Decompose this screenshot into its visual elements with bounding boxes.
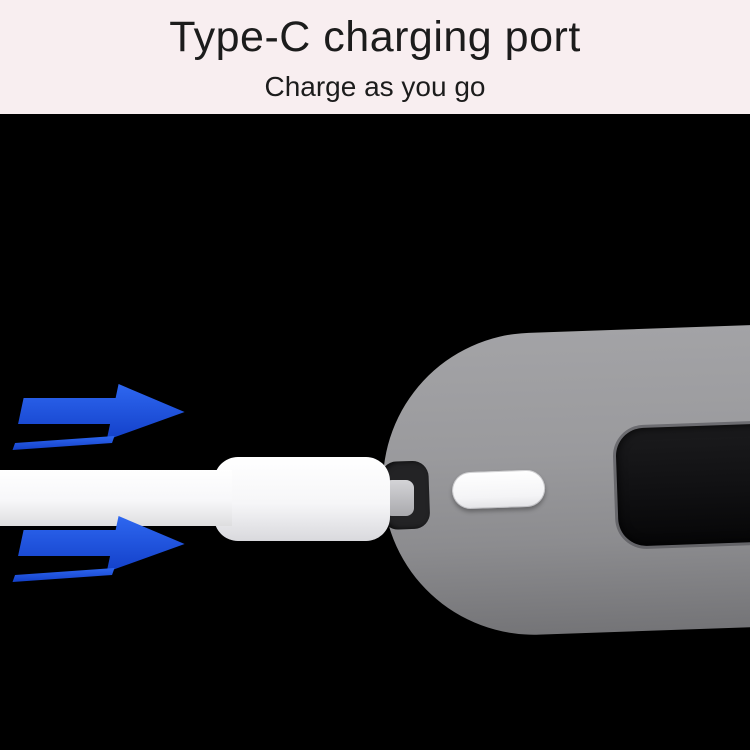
usb-c-connector (214, 457, 390, 541)
insert-direction-arrow-bottom-icon (12, 516, 185, 582)
banner-subtitle: Charge as you go (264, 71, 486, 102)
device-dark-panel (615, 421, 750, 547)
insert-direction-arrow-top-icon (12, 384, 185, 450)
device-power-button (451, 469, 546, 510)
usb-cable (0, 470, 232, 526)
device-body (377, 323, 750, 640)
banner-title: Type-C charging port (169, 13, 581, 61)
banner-header: Type-C charging port Charge as you go (0, 0, 750, 114)
